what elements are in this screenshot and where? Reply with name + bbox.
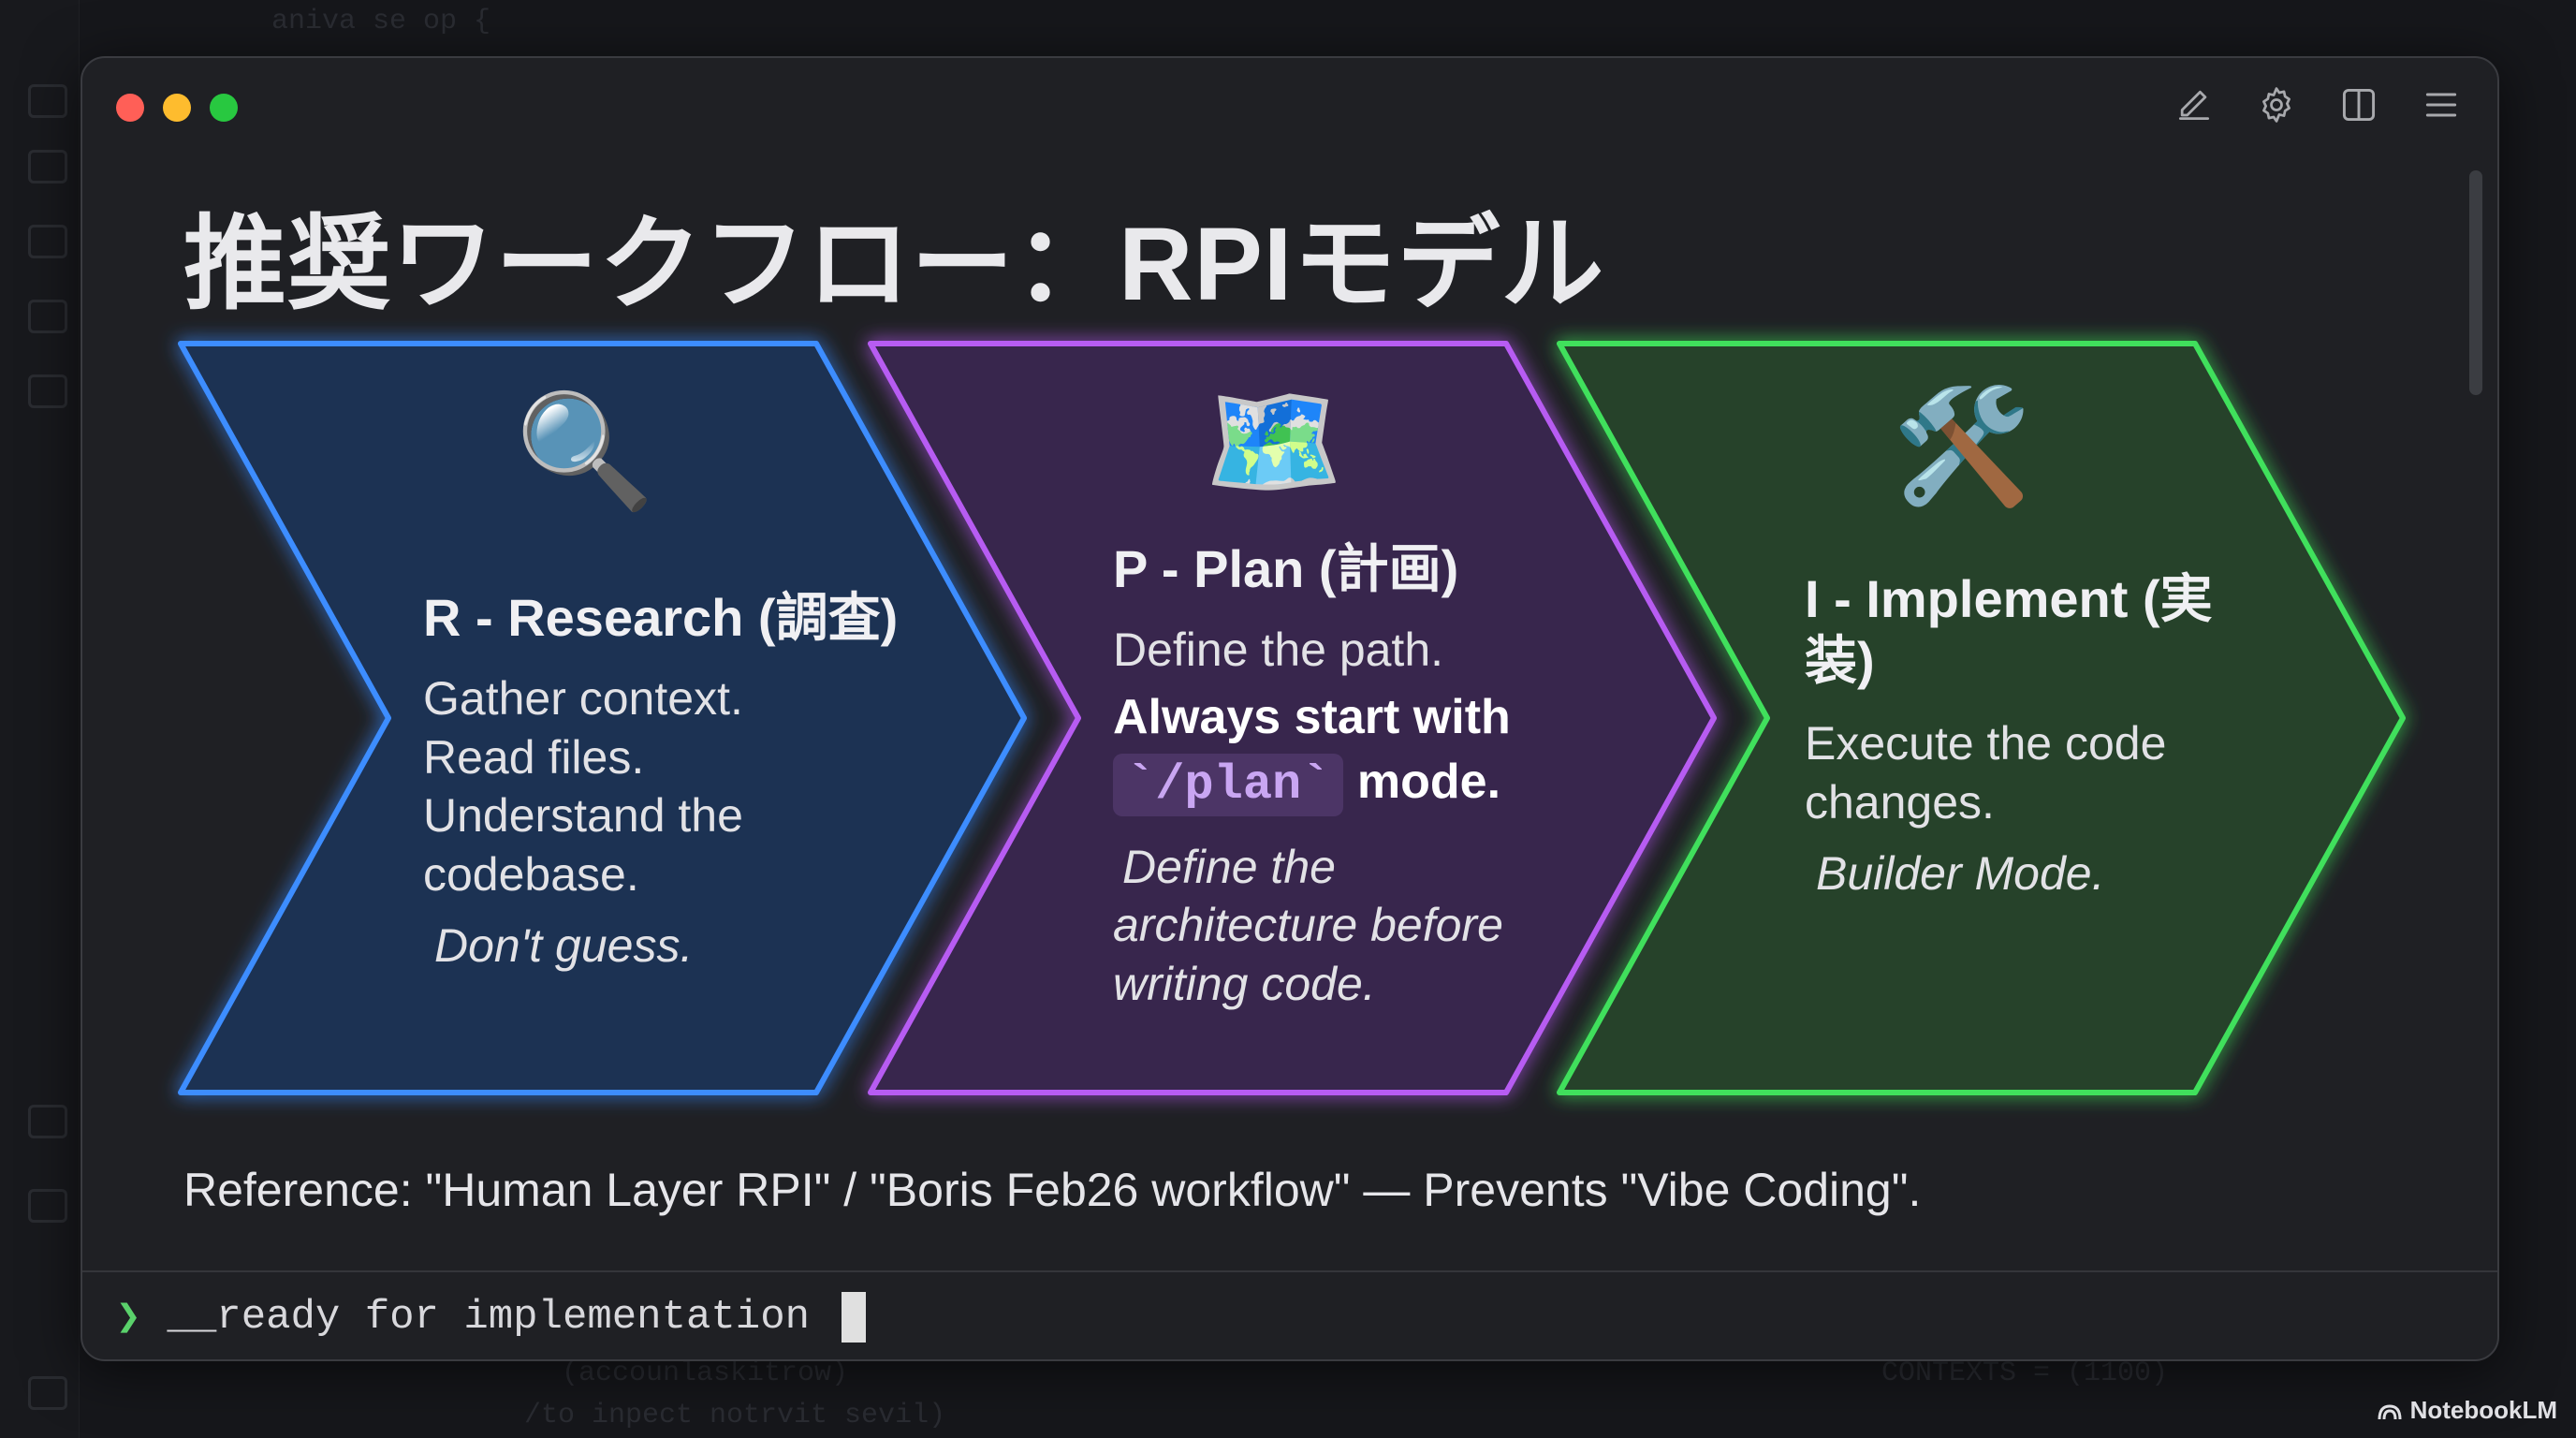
background-code-bottom-2: /to inpect notrvit sevil) xyxy=(524,1400,946,1431)
implement-chevron xyxy=(1557,341,2406,1095)
terminal-divider xyxy=(82,1270,2497,1272)
implement-heading-2: 装) xyxy=(1805,631,1875,691)
vertical-scrollbar[interactable] xyxy=(2469,170,2482,395)
plan-command: `/plan` xyxy=(1113,753,1344,816)
notebooklm-watermark: NotebookLM xyxy=(2377,1396,2557,1425)
notebooklm-logo-icon xyxy=(2378,1403,2402,1419)
plan-strong-line: `/plan` mode. xyxy=(1113,752,1637,816)
implement-line-2: changes. xyxy=(1805,775,1995,829)
hammer-wrench-icon: 🛠️ xyxy=(1892,384,2032,509)
prompt-chevron-icon: ❯ xyxy=(116,1296,141,1343)
page-title: 推奨ワークフロー：RPIモデル xyxy=(183,207,1605,322)
close-button[interactable] xyxy=(116,94,144,122)
research-note: Don't guess. xyxy=(434,919,694,973)
account-icon xyxy=(28,1376,67,1410)
window-toolbar xyxy=(2174,84,2462,125)
plan-line-1: Define the path. xyxy=(1113,624,1444,677)
prompt-text: __ready for implementation xyxy=(167,1294,811,1341)
plan-chevron xyxy=(868,341,1717,1095)
plan-strong-1: Always start with xyxy=(1113,689,1511,744)
minimize-button[interactable] xyxy=(163,94,191,122)
research-line-3: Understand the xyxy=(423,789,743,843)
pencil-icon[interactable] xyxy=(2174,84,2215,125)
implement-line-1: Execute the code xyxy=(1805,717,2167,770)
background-code-bottom-3: CONTEXTS = (1100) xyxy=(1881,1357,2169,1389)
background-gutter xyxy=(0,0,80,1438)
window-controls xyxy=(116,94,238,122)
source-control-icon xyxy=(28,225,67,258)
research-heading: R - Research (調査) xyxy=(423,588,899,647)
search-icon xyxy=(28,150,67,183)
terminal-window: 推奨ワークフロー：RPIモデル 🔍 R - Research (調査) Gath… xyxy=(80,56,2499,1361)
workflow-arrows xyxy=(178,341,2406,1095)
plan-note-3: writing code. xyxy=(1113,957,1376,1010)
background-code-top: aniva se op { xyxy=(271,6,491,37)
implement-note: Builder Mode. xyxy=(1816,847,2105,901)
terminal-prompt[interactable]: ❯ __ready for implementation xyxy=(116,1292,867,1343)
split-view-icon[interactable] xyxy=(2338,84,2379,125)
plan-note-1: Define the xyxy=(1122,840,1336,893)
research-line-4: codebase. xyxy=(423,847,639,901)
text-cursor xyxy=(842,1292,867,1343)
research-line-1: Gather context. xyxy=(423,672,743,726)
background-code-bottom-1: (accounlaskitrow) xyxy=(562,1357,849,1389)
plan-note-2: architecture before xyxy=(1113,899,1503,952)
extensions-icon xyxy=(28,374,67,408)
maximize-button[interactable] xyxy=(210,94,238,122)
files-icon xyxy=(28,84,67,118)
watermark-text: NotebookLM xyxy=(2409,1396,2557,1424)
magnifying-glass-icon: 🔍 xyxy=(515,389,655,514)
hamburger-icon[interactable] xyxy=(2421,84,2462,125)
implement-heading-1: I - Implement (実 xyxy=(1805,569,2213,628)
plan-strong-2: mode. xyxy=(1356,754,1501,809)
map-icon: 🗺️ xyxy=(1204,379,1344,505)
plan-heading: P - Plan (計画) xyxy=(1113,539,1459,598)
gear-icon[interactable] xyxy=(2256,84,2297,125)
calendar-icon xyxy=(28,1105,67,1138)
reference-text: Reference: "Human Layer RPI" / "Boris Fe… xyxy=(183,1164,1922,1216)
run-icon xyxy=(28,300,67,333)
research-line-2: Read files. xyxy=(423,730,645,784)
research-chevron xyxy=(178,341,1027,1095)
folder-icon xyxy=(28,1189,67,1223)
